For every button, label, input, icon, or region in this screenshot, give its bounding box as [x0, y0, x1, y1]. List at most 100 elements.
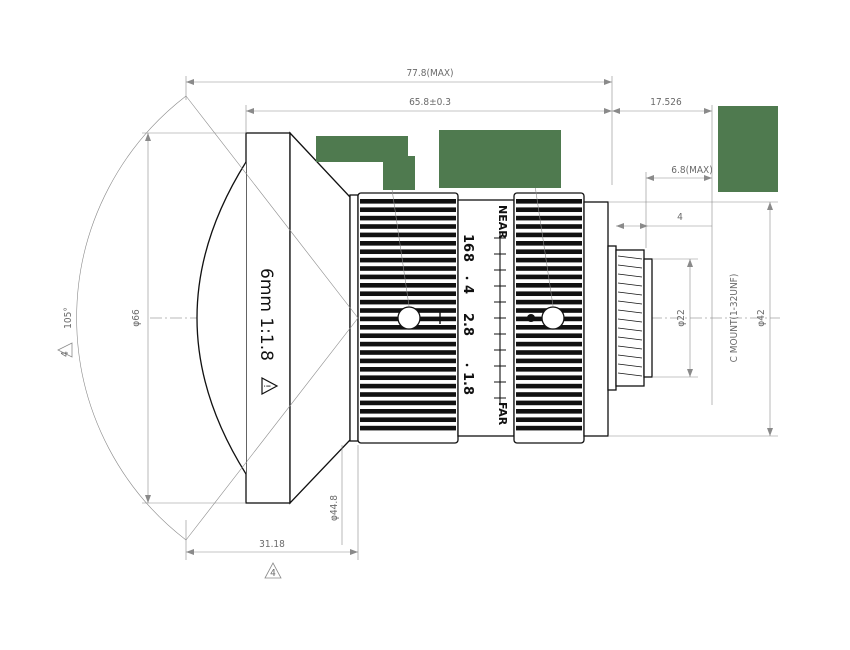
- warning-icon: !: [261, 377, 279, 395]
- dim-mount-diameter: φ22: [676, 309, 687, 326]
- dim-flange-distance: 17.526: [650, 97, 682, 108]
- knurl-groove: [516, 367, 582, 372]
- thread-line: [617, 291, 643, 296]
- knurl-groove: [360, 299, 456, 305]
- note-ref-offset: 4: [270, 568, 276, 579]
- knurl-groove: [516, 266, 582, 271]
- note-triangle-icon: 4: [264, 562, 282, 579]
- thread-line: [617, 354, 643, 359]
- knurl-groove: [516, 341, 582, 347]
- overlay-box: [439, 130, 561, 188]
- iris-ring: [513, 192, 585, 444]
- dim-front-diameter: φ66: [131, 309, 142, 327]
- knurl-groove: [516, 215, 582, 221]
- dim-mount-protrusion: 6.8(MAX): [671, 165, 712, 176]
- dim-front-offset: 31.18: [259, 539, 285, 550]
- scale-far-label: FAR: [496, 402, 509, 426]
- thread-line: [617, 255, 643, 260]
- scale-near-label: NEAR: [496, 205, 509, 239]
- svg-text:!: !: [261, 384, 271, 388]
- iris-lock-screw[interactable]: [541, 306, 565, 330]
- dim-overall-length: 77.8(MAX): [406, 68, 453, 79]
- knurl-groove: [516, 283, 582, 288]
- front-glass: [196, 161, 247, 475]
- knurl-groove: [360, 417, 456, 423]
- rear-step: [607, 245, 617, 391]
- knurl-groove: [516, 224, 582, 229]
- dim-body-length: 65.8±0.3: [409, 97, 451, 108]
- note-triangle-icon: 4: [57, 342, 73, 358]
- knurl-groove: [360, 232, 456, 238]
- knurl-groove: [516, 232, 582, 238]
- scale-dot: [465, 363, 469, 367]
- scale-band: NEAR FAR 16 8 4 2.8 1.8: [439, 199, 515, 437]
- thread-line: [617, 336, 643, 341]
- mount-flange: [643, 258, 653, 378]
- thread-line: [617, 273, 643, 278]
- model-label: 6mm 1:1.8: [256, 268, 276, 361]
- knurl-groove: [516, 299, 582, 305]
- knurl-groove: [516, 207, 582, 213]
- knurl-groove: [516, 291, 582, 297]
- thread-line: [617, 264, 643, 269]
- knurl-groove: [360, 274, 456, 280]
- scale-value-16: 16: [460, 234, 475, 252]
- scale-value-8: 8: [460, 253, 475, 262]
- knurl-groove: [516, 409, 582, 414]
- overlay-boxes: [316, 106, 778, 192]
- knurl-groove: [360, 207, 456, 213]
- thread-line: [617, 318, 643, 323]
- dim-barrel-diameter: φ44.8: [329, 495, 340, 521]
- focus-ring: [357, 192, 459, 444]
- focus-lock-screw[interactable]: [397, 306, 421, 330]
- knurl-groove: [360, 409, 456, 414]
- knurl-groove: [516, 350, 582, 355]
- knurl-groove: [516, 392, 582, 397]
- front-housing: [196, 131, 359, 505]
- thread-lines: [617, 255, 643, 377]
- dim-mount-thread: C MOUNT(1-32UNF): [729, 274, 740, 363]
- knurl-groove: [516, 383, 582, 389]
- knurl-groove: [516, 425, 582, 431]
- thread-line: [617, 309, 643, 314]
- note-ref-angle: 4: [60, 351, 71, 357]
- thread-line: [617, 345, 643, 350]
- thread-line: [617, 327, 643, 332]
- thread-line: [617, 282, 643, 287]
- dimension-lines: [76, 76, 778, 560]
- knurl-groove: [360, 358, 456, 364]
- thread-line: [617, 363, 643, 368]
- knurl-groove: [360, 392, 456, 397]
- knurl-groove: [360, 224, 456, 229]
- front-taper: [289, 131, 351, 505]
- knurl-groove: [360, 257, 456, 263]
- knurl-groove: [516, 375, 582, 381]
- knurl-groove: [516, 274, 582, 280]
- dim-mount-step: 4: [677, 212, 683, 223]
- knurl-groove: [516, 358, 582, 364]
- overlay-box: [718, 106, 778, 192]
- knurl-groove: [516, 333, 582, 339]
- knurl-groove: [360, 333, 456, 339]
- scale-value-4: 4: [460, 285, 475, 294]
- iris-index-dot: [527, 314, 535, 322]
- knurl-groove: [360, 350, 456, 355]
- knurl-groove: [516, 199, 582, 204]
- knurl-groove: [516, 249, 582, 255]
- knurl-groove: [360, 266, 456, 271]
- thread-line: [617, 300, 643, 305]
- knurl-groove: [360, 215, 456, 221]
- knurl-groove: [516, 400, 582, 406]
- thread-line: [617, 372, 643, 377]
- front-step: [349, 194, 359, 442]
- knurl-groove: [360, 283, 456, 288]
- scale-ticks: [439, 237, 506, 399]
- knurl-groove: [516, 257, 582, 263]
- knurl-groove: [360, 375, 456, 381]
- knurl-groove: [360, 383, 456, 389]
- scale-dot: [465, 276, 469, 280]
- knurl-groove: [360, 400, 456, 406]
- rear-body: [583, 201, 609, 437]
- knurl-groove: [360, 425, 456, 431]
